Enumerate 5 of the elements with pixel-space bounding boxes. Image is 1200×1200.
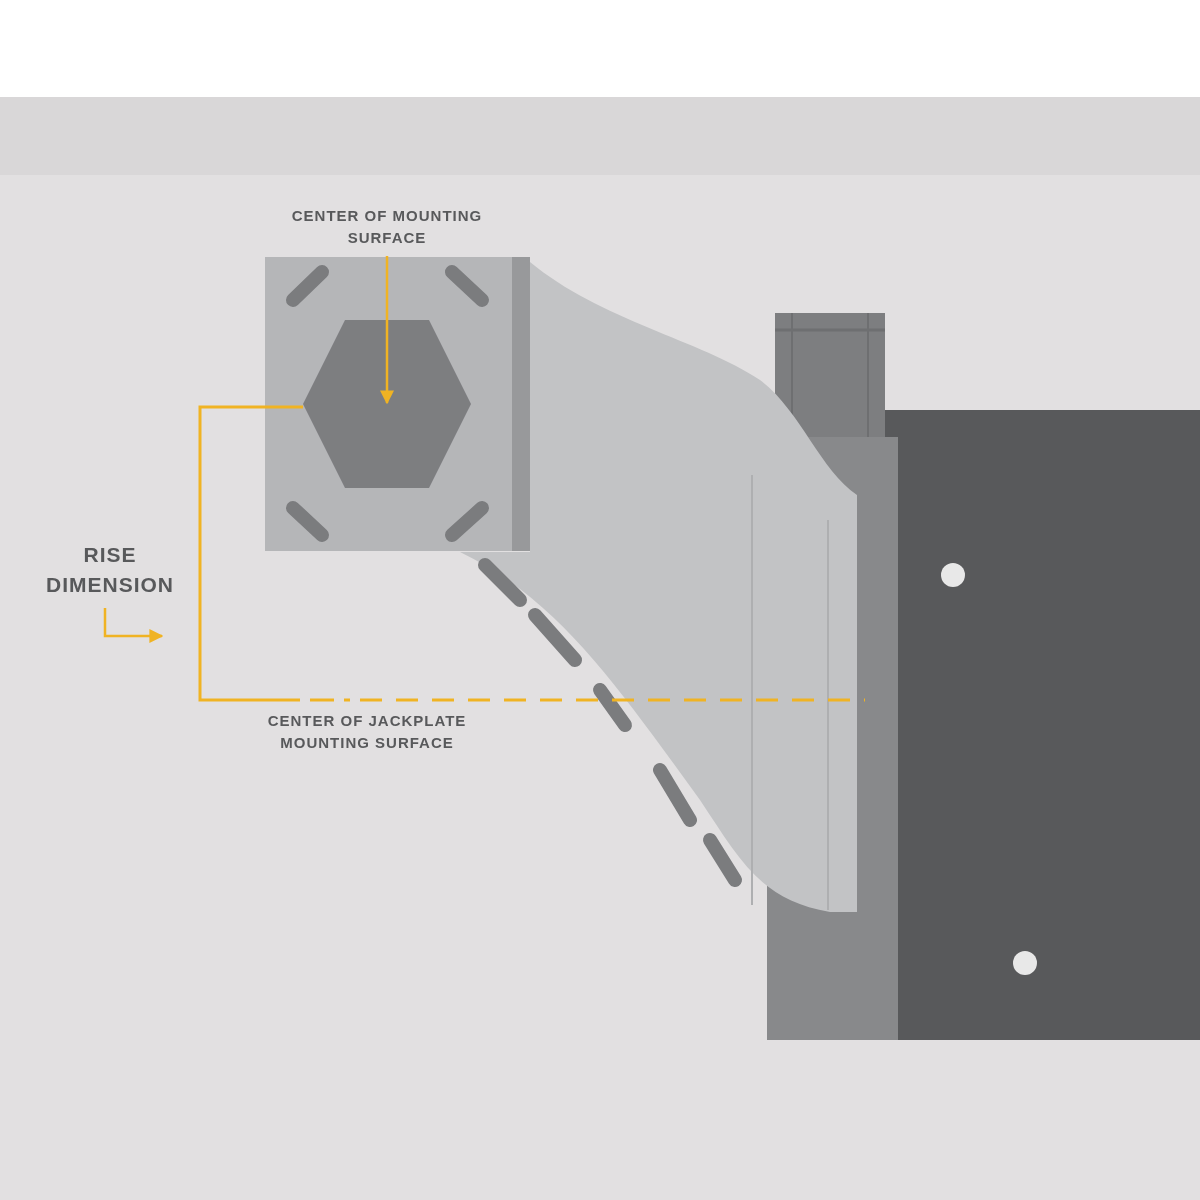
leader-line (380, 256, 394, 405)
callout-text: CENTER OF MOUNTING SURFACE (287, 205, 487, 249)
dimension-label: CENTER OF JACKPLATE MOUNTING SURFACE (266, 711, 468, 753)
callout-text: RISE DIMENSION (30, 540, 190, 601)
arrow (103, 608, 164, 643)
